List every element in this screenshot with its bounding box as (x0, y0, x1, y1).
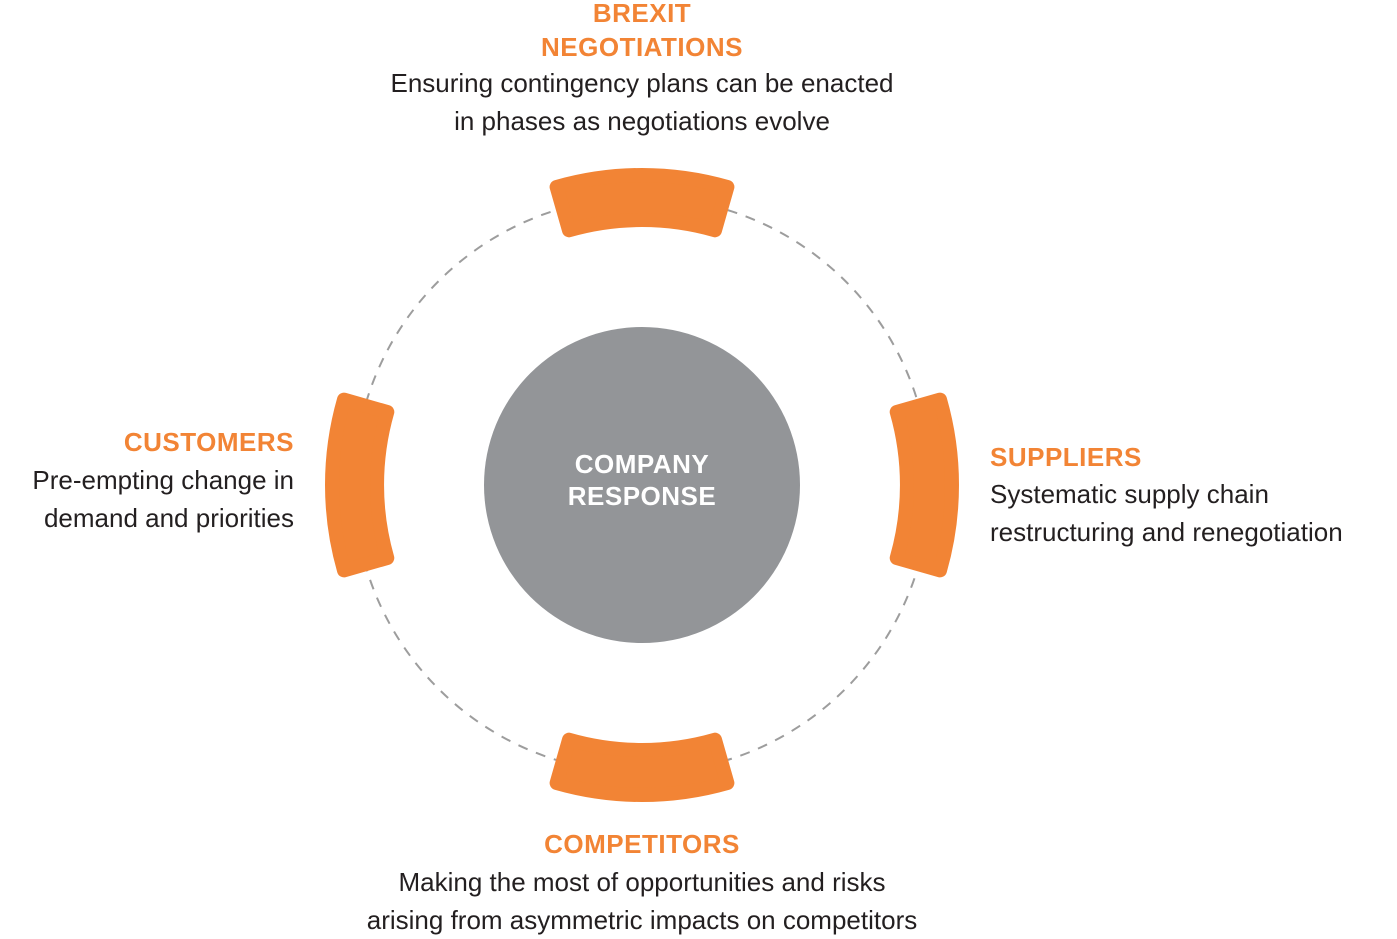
node-title-customers: CUSTOMERS (123, 427, 294, 457)
center-hub (484, 327, 800, 643)
arc-bottom (549, 732, 735, 802)
node-desc-suppliers: Systematic supply chain restructuring an… (990, 479, 1343, 547)
node-title-competitors: COMPETITORS (544, 829, 740, 859)
node-desc-customers: Pre-empting change in demand and priorit… (32, 465, 294, 533)
node-title-brexit-negotiations: BREXIT NEGOTIATIONS (541, 0, 743, 62)
arc-right (889, 392, 959, 578)
node-desc-brexit-negotiations: Ensuring contingency plans can be enacte… (390, 68, 894, 136)
arc-left (325, 392, 395, 578)
center-label: COMPANY RESPONSE (567, 449, 717, 511)
arc-top (549, 168, 735, 238)
connector-arcs (325, 168, 959, 802)
node-desc-competitors: Making the most of opportunities and ris… (366, 867, 918, 935)
node-title-suppliers: SUPPLIERS (990, 442, 1142, 472)
